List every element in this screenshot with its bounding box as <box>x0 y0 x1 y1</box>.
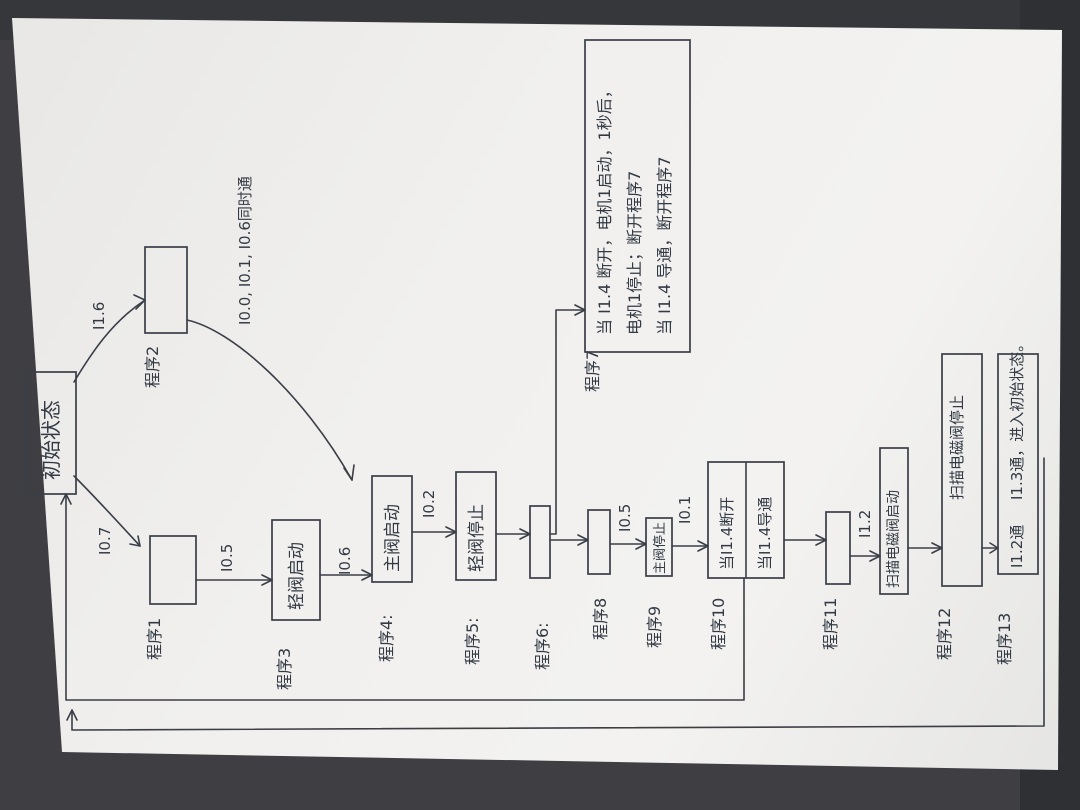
step12-box-a <box>879 447 909 595</box>
start-box <box>25 371 77 495</box>
arrow-start-s2 <box>73 299 146 383</box>
step7-note-line2: 电机1停止；断开程序7 <box>625 171 644 335</box>
step4-box <box>371 475 413 583</box>
step5-box <box>455 471 497 581</box>
return-head-s10 <box>60 493 72 505</box>
transition-start-s2: I1.6 <box>90 302 108 330</box>
arrow-head-s1 <box>129 535 141 547</box>
transition-s1-s3: I0.5 <box>218 544 236 572</box>
return-head-s13 <box>66 709 78 721</box>
arrow-head-s2 <box>133 294 146 310</box>
step11-box <box>825 511 851 585</box>
step2-box <box>144 246 188 334</box>
transition-s2-s4: I0.0, I0.1, I0.6同时通 <box>236 176 254 325</box>
step12-box <box>941 353 983 587</box>
step7-note-line1: 当 I1.4 断开，电机1启动，1秒后， <box>595 82 614 335</box>
arrow-head-s2-s4 <box>343 464 355 481</box>
step13-box <box>997 353 1039 575</box>
arrow-head-s1-s3 <box>261 574 273 586</box>
step5-text: 轻阀停止 <box>467 504 487 572</box>
step1-box <box>149 535 197 605</box>
step9-label: 程序9 <box>645 606 664 648</box>
arrow-head-s10-s11 <box>815 534 827 546</box>
transition-s11-s12: I1.2 <box>856 510 874 538</box>
transition-start-s1: I0.7 <box>96 527 114 555</box>
step10-text: 当I1.4断开 <box>718 497 736 570</box>
step1-label: 程序1 <box>145 618 164 660</box>
step7-note-box <box>584 39 691 353</box>
arrow-head-s11-s12 <box>869 550 881 562</box>
step3-label: 程序3 <box>275 648 294 690</box>
arrow-start-s1 <box>73 475 141 547</box>
step9-box <box>645 517 673 577</box>
arrow-head-s8-s9 <box>635 538 647 550</box>
return-loop-s13 <box>71 457 1045 731</box>
step13-text: I1.3通，进入初始状态。 <box>1008 337 1026 500</box>
step7-note-line3: 当 I1.4 导通，断开程序7 <box>655 156 674 335</box>
arrow-s2-s4 <box>186 319 353 481</box>
step4-label: 程序4: <box>377 614 396 662</box>
step12-text: 扫描电磁阀停止 <box>948 395 966 500</box>
step8-label: 程序8 <box>591 598 610 640</box>
step13-label: 程序13 <box>995 613 1014 665</box>
step9-text: 主阀停止 <box>652 522 668 574</box>
step3-text: 轻阀启动 <box>287 542 307 610</box>
transition-s3-s4: I0.6 <box>336 547 354 575</box>
connectors <box>60 294 1045 731</box>
step3-box <box>271 519 321 621</box>
arrow-s6-s7 <box>549 309 586 535</box>
start-box-label: 初始状态 <box>39 400 63 480</box>
step12-text-b: 扫描电磁阀启动 <box>886 490 902 588</box>
step4-text: 主阀启动 <box>383 504 403 572</box>
step2-label: 程序2 <box>143 346 162 388</box>
arrow-head-s3-s4 <box>361 569 373 581</box>
arrow-head-s6-s7 <box>574 304 586 316</box>
step10-label: 程序10 <box>709 598 728 650</box>
arrow-head-s4-s5 <box>445 526 457 538</box>
arrow-head-s9-s10 <box>697 540 709 552</box>
step6-label: 程序6: <box>533 622 552 670</box>
step5-label: 程序5: <box>463 617 482 665</box>
transition-s4-s5: I0.2 <box>420 490 438 518</box>
transition-s8-s9: I0.5 <box>616 504 634 532</box>
arrow-head-s12-s13 <box>989 542 999 554</box>
step8-box <box>587 509 611 575</box>
step13-text-b: I1.2通 <box>1008 525 1026 568</box>
arrow-head-s6-s8 <box>577 534 589 546</box>
step6-box <box>529 505 551 579</box>
step10-text-b: 当I1.4导通 <box>756 497 774 570</box>
step7-label: 程序7 <box>583 350 602 392</box>
arrow-head-s12a-s12 <box>931 542 943 554</box>
step11-label: 程序11 <box>821 598 840 650</box>
arrow-head-s5-s6 <box>519 528 531 540</box>
step12-label: 程序12 <box>935 608 954 660</box>
return-loop-s10 <box>65 493 745 701</box>
transition-s9-s10: I0.1 <box>676 496 694 524</box>
